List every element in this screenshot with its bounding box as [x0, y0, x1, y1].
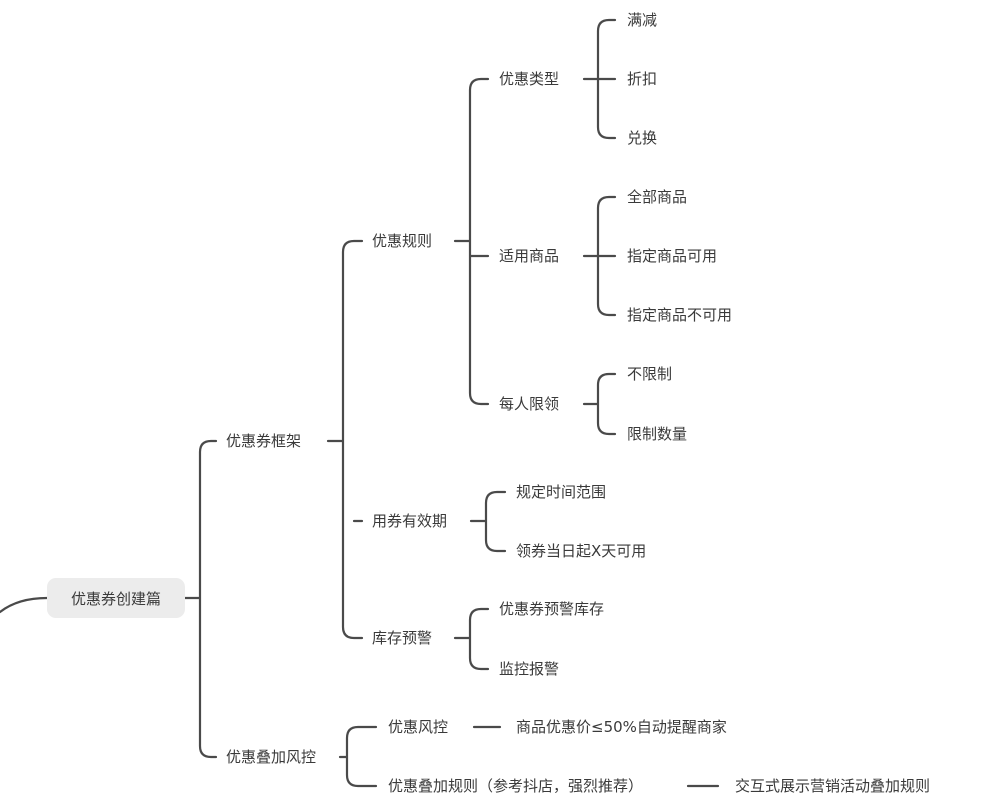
root-label: 优惠券创建篇 — [70, 589, 161, 608]
node-coupon-validity[interactable]: 用券有效期 — [372, 512, 448, 530]
leaf-all-products[interactable]: 全部商品 — [627, 188, 688, 206]
leaf-days-after-claim[interactable]: 领券当日起X天可用 — [516, 542, 647, 560]
leaf-full-reduction[interactable]: 满减 — [627, 11, 658, 29]
leaf-unlimited[interactable]: 不限制 — [627, 365, 673, 383]
node-stock-alert[interactable]: 库存预警 — [372, 629, 433, 647]
connector-risk — [338, 725, 378, 788]
leaf-specified-products-allowed[interactable]: 指定商品可用 — [627, 247, 718, 265]
leaf-coupon-stock-warning[interactable]: 优惠券预警库存 — [499, 600, 605, 618]
node-coupon-framework[interactable]: 优惠券框架 — [226, 432, 302, 450]
node-discount-control[interactable]: 优惠风控 — [388, 718, 449, 736]
node-stacking-rules[interactable]: 优惠叠加规则（参考抖店，强烈推荐） — [388, 777, 644, 795]
connector-validity — [469, 490, 507, 553]
connector-root-level1 — [183, 439, 218, 759]
connector-products — [582, 195, 617, 317]
leaf-monitoring-alarm[interactable]: 监控报警 — [499, 660, 560, 678]
root-node[interactable]: 优惠券创建篇 — [47, 578, 185, 618]
leaf-control-detail[interactable]: 商品优惠价≤50%自动提醒商家 — [516, 718, 727, 736]
node-applicable-products[interactable]: 适用商品 — [499, 247, 560, 265]
connector-stock — [453, 607, 490, 671]
node-discount-risk-control[interactable]: 优惠叠加风控 — [226, 748, 317, 766]
leaf-exchange[interactable]: 兑换 — [627, 129, 658, 147]
connector-type — [582, 18, 617, 140]
connector-framework — [326, 239, 364, 640]
node-discount-type[interactable]: 优惠类型 — [499, 70, 560, 88]
leaf-fixed-time-range[interactable]: 规定时间范围 — [516, 483, 607, 501]
connector-limit — [582, 372, 617, 436]
leaf-discount[interactable]: 折扣 — [627, 70, 658, 88]
connector-rules — [453, 77, 490, 406]
root-incoming-connector — [0, 596, 49, 614]
leaf-stacking-detail[interactable]: 交互式展示营销活动叠加规则 — [735, 777, 931, 795]
node-discount-rules[interactable]: 优惠规则 — [372, 232, 433, 250]
leaf-limited-quantity[interactable]: 限制数量 — [627, 425, 688, 443]
node-per-person-limit[interactable]: 每人限领 — [499, 395, 560, 413]
leaf-specified-products-excluded[interactable]: 指定商品不可用 — [627, 306, 733, 324]
